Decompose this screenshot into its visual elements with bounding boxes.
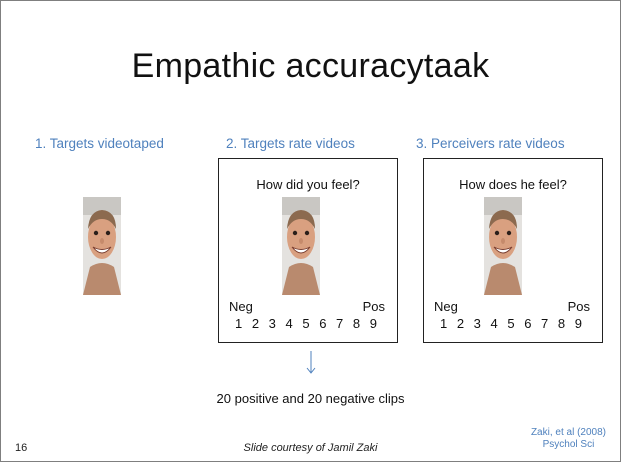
- rating-question: How did you feel?: [256, 177, 360, 192]
- scale-pos-label: Pos: [567, 299, 590, 314]
- step-2-label: 2. Targets rate videos: [226, 136, 355, 151]
- clips-summary: 20 positive and 20 negative clips: [216, 391, 405, 406]
- slide-title: Empathic accuracytaak: [131, 47, 490, 85]
- target-face-photo: [484, 197, 522, 295]
- scale-neg-label: Neg: [229, 299, 253, 314]
- target-face-photo: [282, 197, 320, 295]
- citation: Zaki, et al (2008) Psychol Sci: [531, 427, 606, 451]
- citation-line-2: Psychol Sci: [542, 439, 595, 450]
- step-3-label: 3. Perceivers rate videos: [416, 136, 565, 151]
- scale-pos-label: Pos: [362, 299, 385, 314]
- page-number: 16: [15, 442, 28, 454]
- step-1-label: 1. Targets videotaped: [35, 136, 164, 151]
- targets-rating-panel: How did you feel? Neg Pos 1 2 3 4 5 6 7 …: [218, 158, 398, 343]
- rating-scale: 1 2 3 4 5 6 7 8 9: [440, 316, 585, 331]
- slide-courtesy: Slide courtesy of Jamil Zaki: [243, 442, 378, 454]
- perceivers-rating-panel: How does he feel? Neg Pos 1 2 3 4 5 6 7 …: [423, 158, 603, 343]
- down-arrow-icon: [306, 351, 316, 374]
- scale-neg-label: Neg: [434, 299, 458, 314]
- target-face-photo: [83, 197, 121, 295]
- citation-line-1: Zaki, et al (2008): [530, 427, 606, 438]
- rating-scale: 1 2 3 4 5 6 7 8 9: [235, 316, 380, 331]
- rating-question: How does he feel?: [459, 177, 567, 192]
